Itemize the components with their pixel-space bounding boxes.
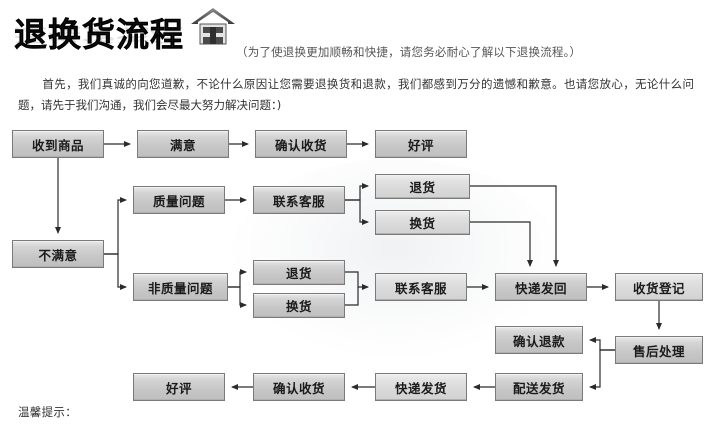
header-subtitle: （为了使退换更加顺畅和快捷，请您务必耐心了解以下退换流程。） bbox=[236, 45, 582, 59]
intro-text: 首先，我们真诚的向您道歉，不论什么原因让您需要退换货和退款，我们都感到万分的遗憾… bbox=[18, 77, 694, 113]
node-quality-issue[interactable]: 质量问题 bbox=[133, 186, 225, 214]
node-confirm-refund[interactable]: 确认退款 bbox=[495, 326, 583, 354]
node-non-quality-issue[interactable]: 非质量问题 bbox=[133, 273, 228, 301]
node-dispatch-shipment[interactable]: 配送发货 bbox=[495, 373, 583, 401]
node-confirm-receipt-bottom[interactable]: 确认收货 bbox=[253, 373, 345, 401]
node-good-review-top[interactable]: 好评 bbox=[375, 130, 467, 158]
intro-paragraph: 首先，我们真诚的向您道歉，不论什么原因让您需要退换货和退款，我们都感到万分的遗憾… bbox=[18, 74, 694, 117]
node-exchange-top[interactable]: 换货 bbox=[375, 210, 470, 235]
node-ship-back[interactable]: 快递发回 bbox=[495, 273, 587, 301]
flowchart: 收到商品 满意 确认收货 好评 不满意 质量问题 联系客服 退货 换货 非质量问… bbox=[0, 118, 711, 403]
node-receipt-register[interactable]: 收货登记 bbox=[615, 273, 703, 301]
node-return-top[interactable]: 退货 bbox=[375, 174, 470, 199]
node-contact-service-top[interactable]: 联系客服 bbox=[253, 186, 345, 214]
node-receive-goods[interactable]: 收到商品 bbox=[12, 130, 104, 158]
house-icon bbox=[190, 6, 236, 50]
title-wrap: 退换货流程 bbox=[14, 6, 236, 51]
node-unsatisfied[interactable]: 不满意 bbox=[12, 240, 104, 268]
node-courier-shipment[interactable]: 快递发货 bbox=[375, 373, 467, 401]
page-title: 退换货流程 bbox=[14, 15, 184, 54]
node-confirm-receipt-top[interactable]: 确认收货 bbox=[255, 130, 347, 158]
node-good-review-bottom[interactable]: 好评 bbox=[133, 373, 225, 401]
flowchart-connectors bbox=[55, 141, 662, 390]
header: 退换货流程 退换货流程 bbox=[0, 0, 711, 70]
node-satisfied[interactable]: 满意 bbox=[137, 130, 229, 158]
node-after-sales[interactable]: 售后处理 bbox=[615, 336, 703, 364]
node-return-bottom[interactable]: 退货 bbox=[253, 260, 345, 285]
warm-tips-label: 温馨提示： bbox=[18, 405, 77, 419]
node-exchange-bottom[interactable]: 换货 bbox=[253, 293, 345, 318]
node-contact-service-bottom[interactable]: 联系客服 bbox=[375, 273, 467, 301]
